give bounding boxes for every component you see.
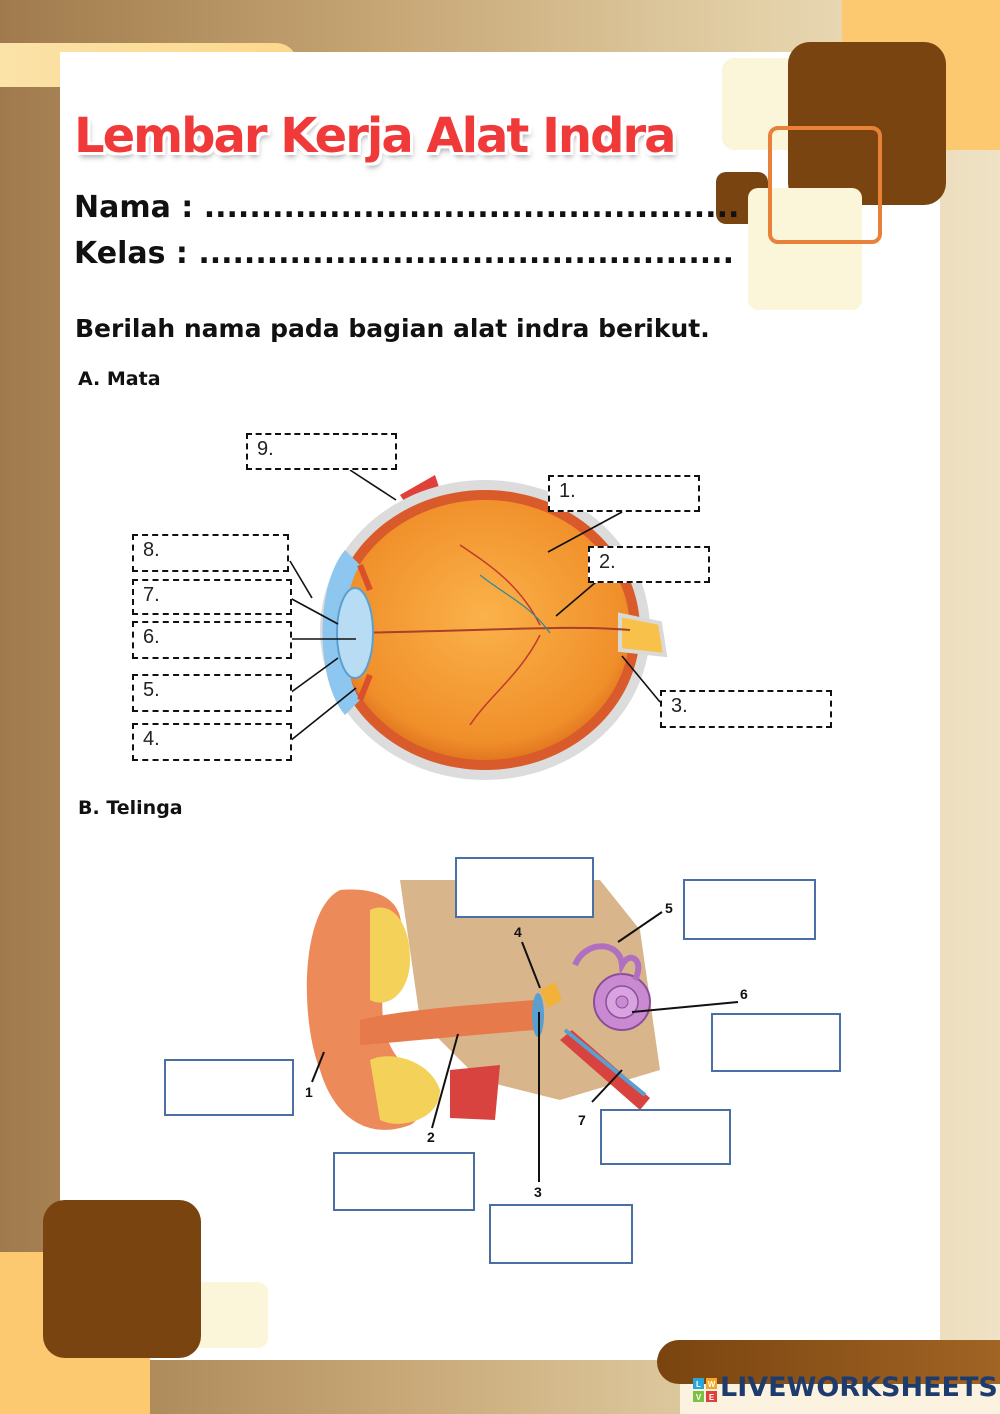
section-eye-heading: A. Mata — [78, 368, 161, 390]
ear-answer-box-4[interactable] — [455, 857, 594, 918]
ear-cartilage-lower — [370, 1056, 440, 1124]
eye-lens — [336, 587, 374, 679]
deco-brown-square-bottom — [43, 1200, 201, 1358]
ear-cartilage — [370, 907, 410, 1003]
ear-pointer-lines — [311, 911, 739, 1182]
eye-iris — [357, 563, 373, 702]
eye-horizontal-line — [349, 626, 631, 634]
class-field[interactable]: Kelas : ................................… — [74, 236, 734, 271]
ear-answer-box-7[interactable] — [600, 1109, 731, 1165]
ear-number-5: 5 — [665, 900, 673, 916]
liveworksheets-brand[interactable]: LIVEWORKSHEETS — [720, 1372, 998, 1403]
optic-nerve — [618, 612, 668, 658]
eye-pointer-lines — [289, 469, 661, 742]
eye-vessel — [459, 544, 541, 626]
ear-answer-box-5[interactable] — [683, 879, 816, 940]
eye-label-box-1[interactable]: 1. — [548, 475, 700, 512]
ear-answer-box-3[interactable] — [489, 1204, 633, 1264]
eye-label-box-6[interactable]: 6. — [132, 621, 292, 659]
svg-text:W: W — [708, 1380, 716, 1389]
ear-number-2: 2 — [427, 1129, 435, 1145]
ear-diagram — [306, 880, 660, 1130]
deco-brown-square-large — [788, 42, 946, 205]
eye-vessel — [479, 574, 551, 634]
eye-label-box-9[interactable]: 9. — [246, 433, 397, 470]
deco-orange-outline-square — [768, 126, 882, 244]
instruction-text: Berilah nama pada bagian alat indra beri… — [75, 314, 710, 343]
eye-vessel — [469, 634, 541, 726]
ossicles — [540, 982, 562, 1008]
eye-label-box-3[interactable]: 3. — [660, 690, 832, 728]
ear-answer-box-2[interactable] — [333, 1152, 475, 1211]
eye-label-box-4[interactable]: 4. — [132, 723, 292, 761]
eye-diagram — [320, 475, 668, 780]
liveworksheets-logo-icon: L W V E — [693, 1378, 717, 1402]
eye-label-box-2[interactable]: 2. — [588, 546, 710, 583]
name-field[interactable]: Nama : .................................… — [74, 190, 740, 225]
ear-answer-box-6[interactable] — [711, 1013, 841, 1072]
eye-label-box-7[interactable]: 7. — [132, 579, 292, 615]
svg-text:E: E — [709, 1393, 715, 1402]
eustachian-tube — [560, 1030, 650, 1110]
ear-canal — [360, 1000, 535, 1045]
eye-label-box-8[interactable]: 8. — [132, 534, 289, 572]
section-ear-heading: B. Telinga — [78, 797, 183, 819]
deco-footer-strip — [680, 1384, 1000, 1414]
worksheet-title: Lembar Kerja Alat Indra — [74, 108, 677, 164]
ear-number-7: 7 — [578, 1112, 586, 1128]
deco-brown-bar-bottom — [657, 1340, 1000, 1384]
ear-answer-box-1[interactable] — [164, 1059, 294, 1116]
temporal-bone — [400, 880, 660, 1100]
ear-number-6: 6 — [740, 986, 748, 1002]
svg-text:V: V — [696, 1393, 702, 1402]
eye-label-box-5[interactable]: 5. — [132, 674, 292, 712]
semicircular-canals — [572, 943, 642, 982]
ear-muscle — [450, 1065, 500, 1120]
svg-text:L: L — [696, 1380, 701, 1389]
ear-number-1: 1 — [305, 1084, 313, 1100]
ear-number-4: 4 — [514, 924, 522, 940]
deco-cream-square-2 — [748, 188, 862, 310]
eustachian-tube-line — [563, 1028, 647, 1097]
ear-number-3: 3 — [534, 1184, 542, 1200]
